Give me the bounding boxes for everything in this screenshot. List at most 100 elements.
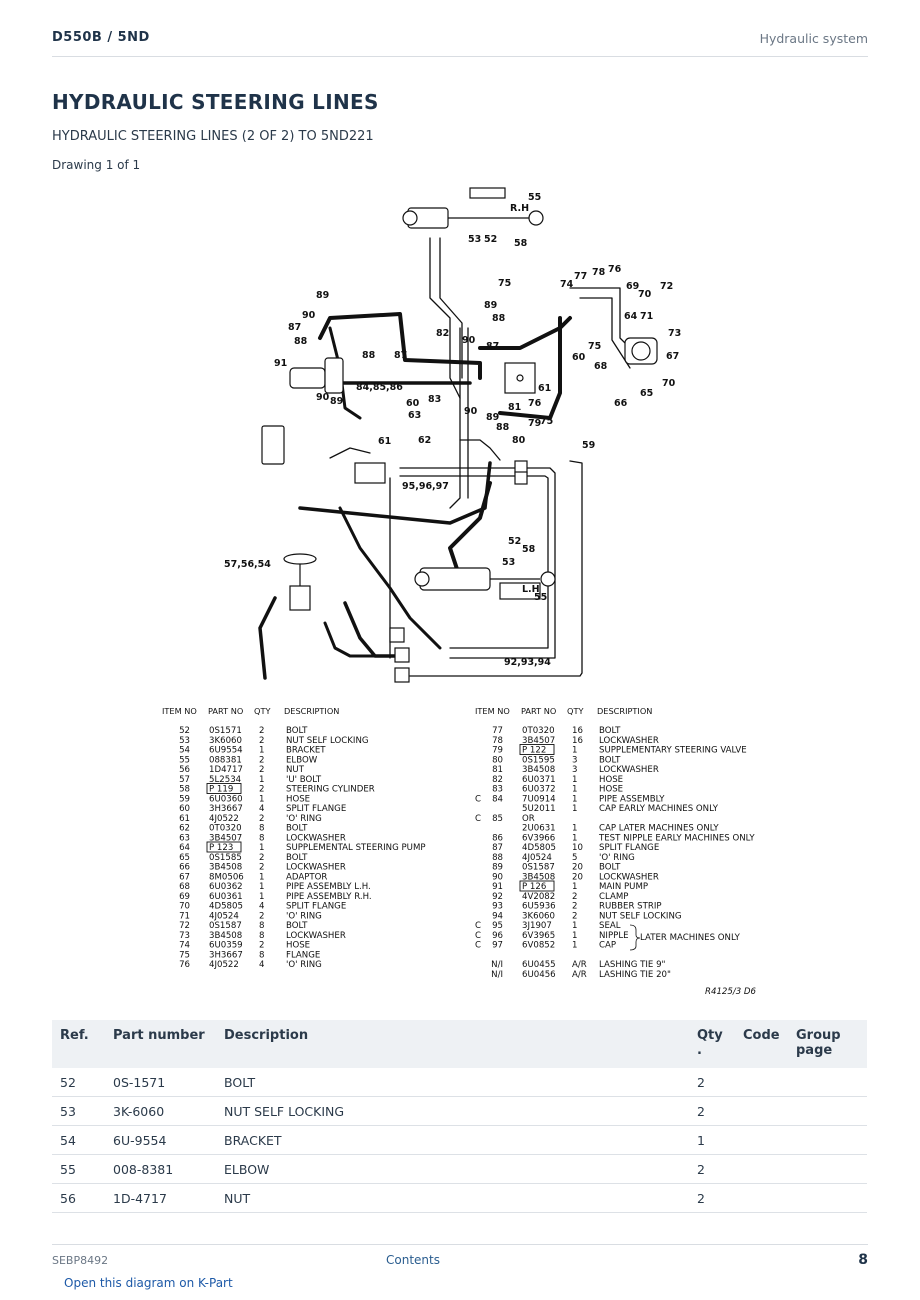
legend-cell-qty: 8: [259, 950, 264, 960]
legend-cell-desc: LOCKWASHER: [286, 931, 346, 941]
legend-cell-desc: BOLT: [599, 863, 621, 873]
callout-label: 59: [582, 440, 595, 451]
legend-cell-qty: 2: [259, 941, 264, 951]
callout-label: 83: [428, 394, 441, 405]
callout-label: 75: [498, 278, 511, 289]
legend-cell-part: 6U0362: [209, 882, 243, 892]
legend-cell-item: N/I: [491, 970, 503, 980]
legend-cell-desc: BOLT: [286, 824, 308, 834]
cell-qty: 2: [689, 1154, 735, 1184]
open-kpart-link[interactable]: Open this diagram on K-Part: [64, 1276, 233, 1290]
col-description: Description: [216, 1020, 689, 1068]
legend-cell-desc: 'O' RING: [286, 814, 322, 824]
callout-label: 95,96,97: [402, 481, 449, 492]
cell-ref: 56: [52, 1183, 105, 1213]
legend-cell-part: 0S1587: [209, 921, 242, 931]
cell-code: [735, 1068, 788, 1097]
callout-label: 84,85,86: [356, 382, 403, 393]
legend-cell-item: 82: [492, 775, 503, 785]
legend-cell-part: 6U0359: [209, 941, 243, 951]
legend-cell-part: 4J0522: [209, 814, 239, 824]
legend-cell-qty: 2: [259, 736, 264, 746]
callout-label: 61: [378, 436, 391, 447]
legend-cell-item: 58: [179, 785, 190, 795]
cell-group: [788, 1154, 867, 1184]
legend-cell-part: 6V3965: [522, 931, 555, 941]
legend-cell-desc: PIPE ASSEMBLY L.H.: [286, 882, 371, 892]
page-title: HYDRAULIC STEERING LINES: [52, 90, 379, 114]
callout-label: 88: [294, 336, 308, 347]
legend-cell-desc: LOCKWASHER: [599, 736, 659, 746]
legend-cell-part: 4D5805: [522, 843, 556, 853]
cell-ref: 53: [52, 1096, 105, 1126]
contents-link[interactable]: Contents: [386, 1253, 440, 1267]
legend-cell-item: 72: [179, 921, 190, 931]
callout-label: 89: [316, 290, 329, 301]
legend-cell-item: 85: [492, 814, 503, 824]
legend-cell-item: 81: [492, 765, 503, 775]
legend-cell-qty: 1: [259, 775, 264, 785]
legend-cell-desc: LASHING TIE 9": [599, 960, 666, 970]
legend-cell-qty: 2: [259, 726, 264, 736]
legend-cell-desc: RUBBER STRIP: [599, 902, 662, 912]
legend-cell-part: 6U9554: [209, 746, 243, 756]
legend-cell-part: 6V0852: [522, 941, 555, 951]
legend-header: QTY: [567, 706, 584, 716]
legend-cell-desc: LOCKWASHER: [286, 863, 346, 873]
callout-label: 72: [660, 281, 673, 292]
legend-cell-qty: 3: [572, 755, 577, 765]
document-code: SEBP8492: [52, 1254, 109, 1267]
callout-label: 62: [418, 435, 431, 446]
legend-cell-desc: LOCKWASHER: [599, 765, 659, 775]
legend-cell-flag: C: [475, 931, 481, 941]
legend-cell-part: 6U0361: [209, 892, 243, 902]
callout-label: 63: [408, 410, 421, 421]
legend-cell-item: 97: [492, 941, 503, 951]
legend-cell-desc: ADAPTOR: [286, 872, 327, 882]
legend-cell-desc: HOSE: [599, 775, 623, 785]
cell-ref: 55: [52, 1154, 105, 1184]
page-subtitle: HYDRAULIC STEERING LINES (2 OF 2) TO 5ND…: [52, 129, 374, 144]
legend-cell-desc: LOCKWASHER: [599, 872, 659, 882]
legend-cell-part: 7U0914: [522, 794, 556, 804]
legend-cell-qty: 2: [259, 853, 264, 863]
legend-cell-desc: SUPPLEMENTARY STEERING VALVE: [599, 746, 747, 756]
legend-cell-desc: NUT: [286, 765, 305, 775]
cell-part: 6U-9554: [105, 1125, 216, 1155]
legend-cell-qty: 1: [572, 746, 577, 756]
drawing-count: Drawing 1 of 1: [52, 158, 141, 172]
callout-label: 77: [574, 271, 587, 282]
legend-header: PART NO: [208, 706, 243, 716]
legend-cell-qty: 2: [572, 902, 577, 912]
callout-label: 81: [508, 402, 521, 413]
callout-label: L.H: [522, 584, 540, 595]
legend-cell-part: P 123: [209, 843, 233, 853]
legend-cell-desc: BOLT: [286, 726, 308, 736]
callout-label: 87: [394, 350, 407, 361]
legend-cell-desc: CAP EARLY MACHINES ONLY: [599, 804, 719, 814]
legend-cell-desc: BOLT: [599, 755, 621, 765]
legend-cell-item: 91: [492, 882, 503, 892]
callout-label: 88: [496, 422, 510, 433]
legend-cell-part: 6U0456: [522, 970, 556, 980]
legend-cell-qty: 1: [572, 931, 577, 941]
cell-group: [788, 1096, 867, 1126]
legend-cell-qty: 4: [259, 902, 264, 912]
legend-cell-item: 70: [179, 902, 190, 912]
legend-cell-desc: BOLT: [599, 726, 621, 736]
legend-part-box: [206, 783, 242, 794]
col-code: Code: [735, 1020, 788, 1068]
legend-cell-qty: 1: [572, 882, 577, 892]
legend-cell-part: 6U5936: [522, 902, 556, 912]
legend-cell-part: 6U0360: [209, 794, 243, 804]
legend-cell-part: 0S1571: [209, 726, 242, 736]
legend-brace: [629, 924, 641, 951]
legend-cell-part: OR: [522, 814, 535, 824]
legend-cell-item: N/I: [491, 960, 503, 970]
legend-cell-desc: HOSE: [286, 794, 310, 804]
legend-cell-qty: 8: [259, 921, 264, 931]
legend-cell-qty: 8: [259, 824, 264, 834]
